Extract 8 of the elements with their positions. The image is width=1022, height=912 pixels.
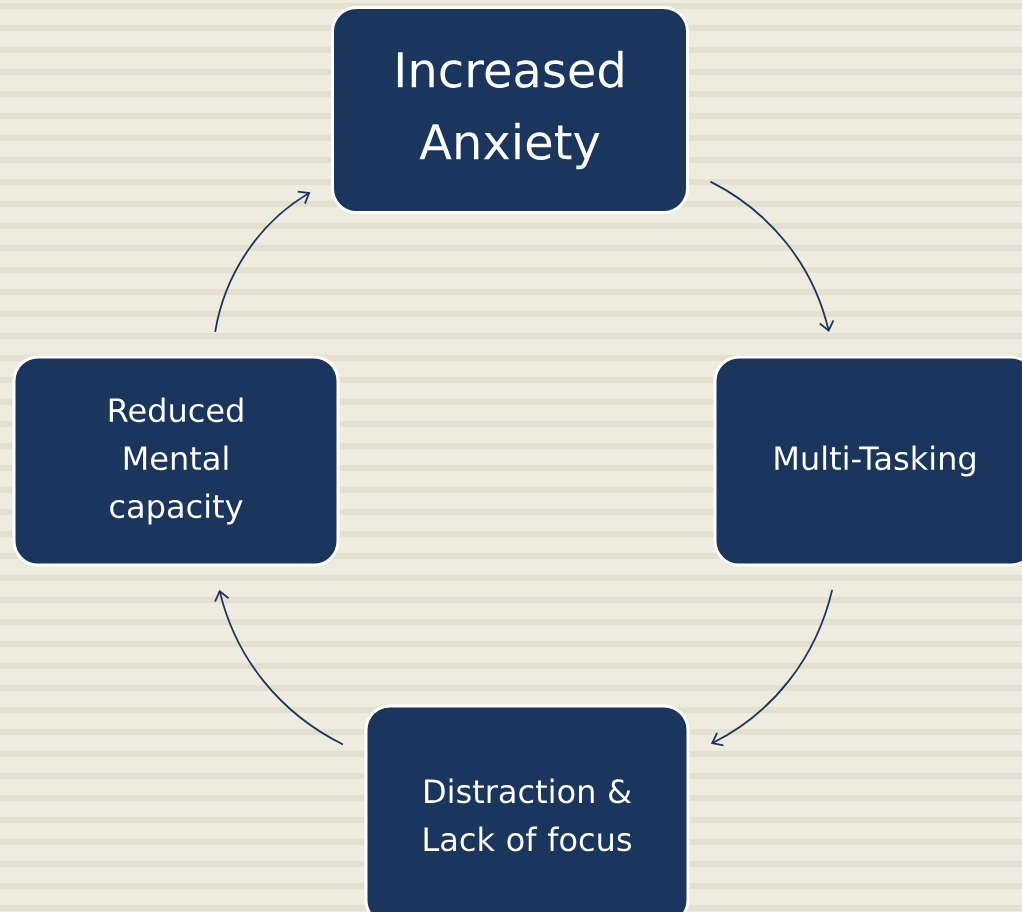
arrow <box>710 588 834 747</box>
process-box: Distraction & Lack of focus <box>364 704 690 912</box>
process-box: Multi-Tasking <box>713 355 1022 567</box>
arrow <box>214 589 344 746</box>
process-box: Increased Anxiety <box>331 6 689 214</box>
arrow <box>709 180 835 333</box>
arrow <box>214 190 311 333</box>
process-box: Reduced Mental capacity <box>12 355 340 567</box>
